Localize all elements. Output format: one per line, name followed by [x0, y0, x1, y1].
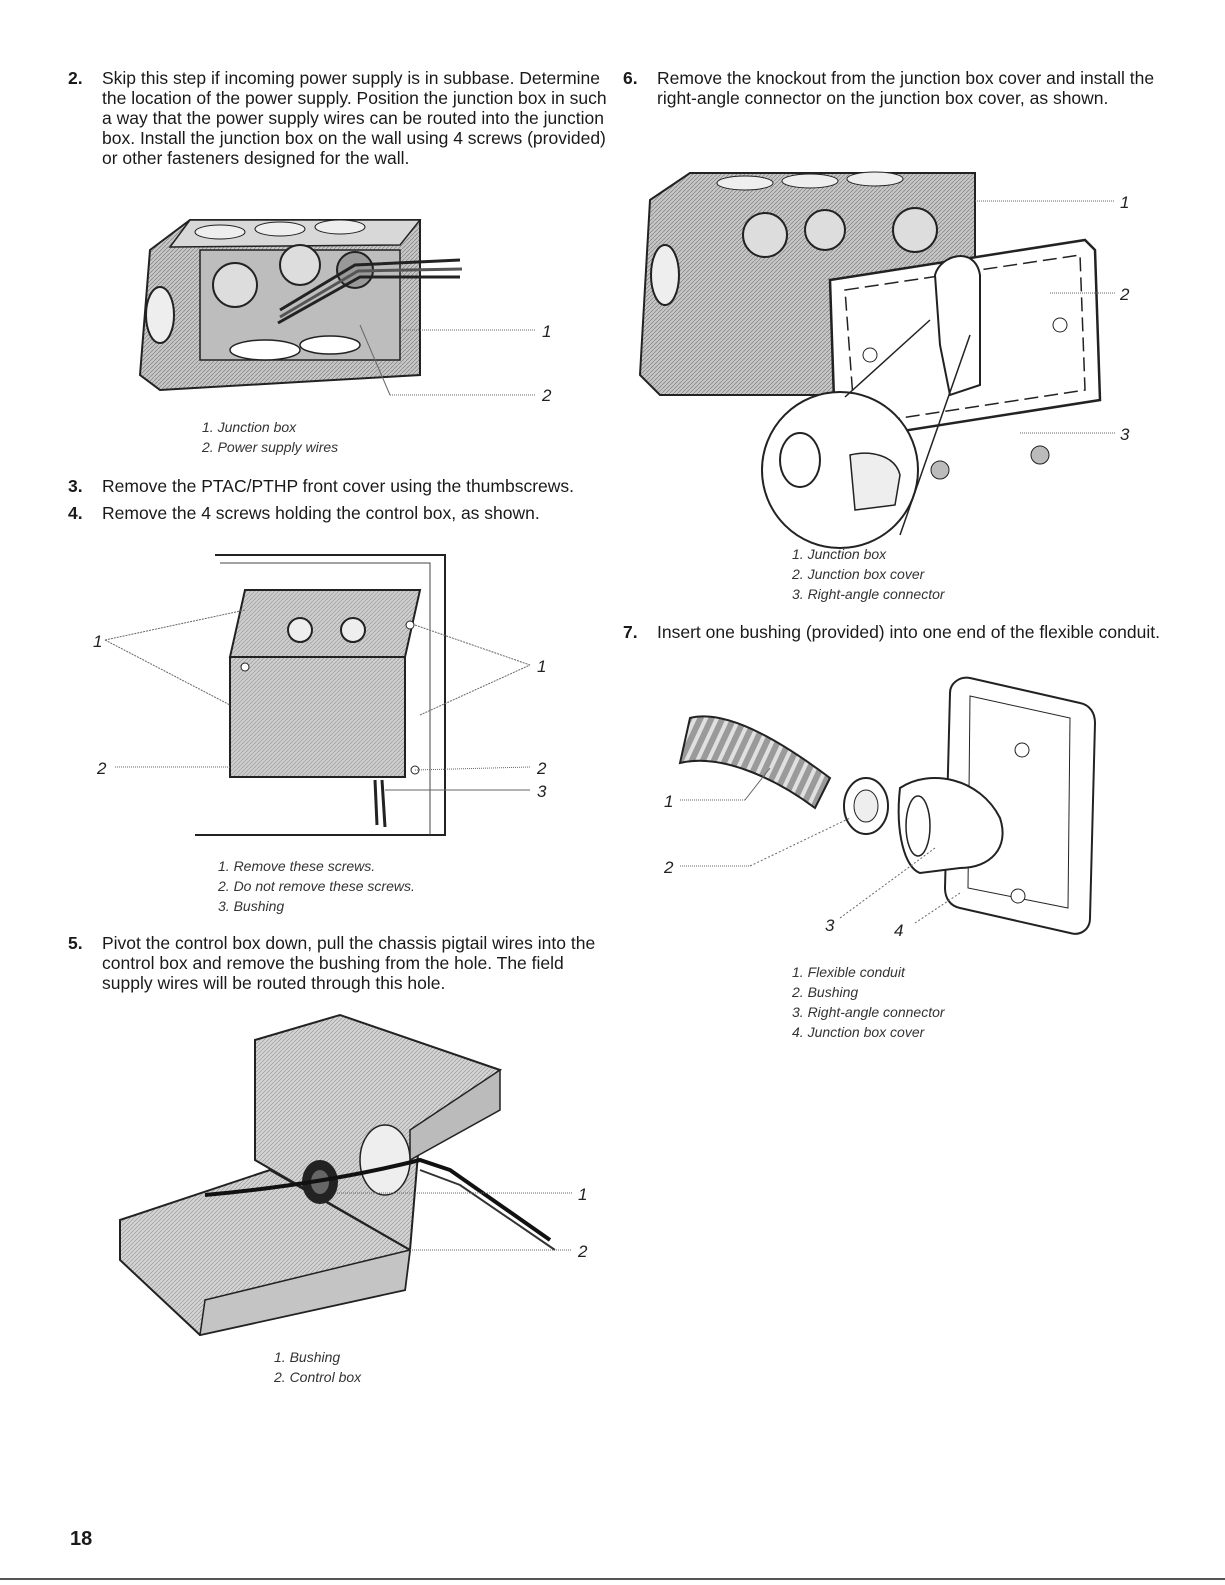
- step-5: 5. Pivot the control box down, pull the …: [68, 933, 608, 993]
- step-number: 2.: [68, 68, 83, 88]
- step-2: 2. Skip this step if incoming power supp…: [68, 68, 608, 168]
- callout-4: 4: [894, 921, 903, 940]
- legend-item: 4. Junction box cover: [792, 1024, 925, 1040]
- step-number: 7.: [623, 622, 638, 642]
- legend-item: 3. Bushing: [218, 898, 285, 914]
- callout-1-left: 1: [93, 632, 102, 651]
- step-number: 3.: [68, 476, 83, 496]
- callout-2: 2: [541, 386, 552, 405]
- step-text: Remove the 4 screws holding the control …: [102, 503, 540, 523]
- step-7: 7. Insert one bushing (provided) into on…: [623, 622, 1163, 642]
- figure-1-legend: 1. Junction box 2. Power supply wires: [202, 417, 338, 457]
- control-box-figure: 1 1 2 2 3: [85, 545, 565, 845]
- bushing-control-box-figure: 1 2: [110, 1010, 600, 1340]
- flexible-conduit-figure: 1 2 3 4: [650, 668, 1110, 948]
- step-text: Remove the knockout from the junction bo…: [657, 68, 1155, 108]
- step-text: Insert one bushing (provided) into one e…: [657, 622, 1160, 642]
- figure-3-legend: 1. Bushing 2. Control box: [274, 1347, 361, 1387]
- legend-item: 1. Flexible conduit: [792, 964, 905, 980]
- callout-2: 2: [663, 858, 674, 877]
- step-number: 4.: [68, 503, 83, 523]
- figure-5-legend: 1. Flexible conduit 2. Bushing 3. Right-…: [792, 962, 945, 1042]
- legend-item: 2. Power supply wires: [202, 439, 339, 455]
- step-number: 5.: [68, 933, 83, 953]
- legend-item: 3. Right-angle connector: [792, 1004, 945, 1020]
- step-text: Remove the PTAC/PTHP front cover using t…: [102, 476, 575, 496]
- callout-2-right: 2: [536, 759, 547, 778]
- callout-2-left: 2: [96, 759, 107, 778]
- legend-item: 1. Bushing: [274, 1349, 341, 1365]
- callout-1-right: 1: [537, 657, 546, 676]
- step-number: 6.: [623, 68, 638, 88]
- bottom-rule: [0, 1578, 1225, 1580]
- legend-item: 2. Junction box cover: [792, 566, 925, 582]
- callout-3: 3: [825, 916, 835, 935]
- legend-item: 2. Control box: [274, 1369, 362, 1385]
- figure-4-legend: 1. Junction box 2. Junction box cover 3.…: [792, 544, 945, 604]
- callout-3: 3: [1120, 425, 1130, 444]
- step-text: Skip this step if incoming power supply …: [102, 68, 607, 168]
- legend-item: 3. Right-angle connector: [792, 586, 945, 602]
- figure-2-legend: 1. Remove these screws. 2. Do not remove…: [218, 856, 415, 916]
- step-6: 6. Remove the knockout from the junction…: [623, 68, 1163, 108]
- callout-2: 2: [1119, 285, 1130, 304]
- callout-1: 1: [1120, 193, 1129, 212]
- callout-1: 1: [578, 1185, 587, 1204]
- legend-item: 1. Junction box: [792, 546, 887, 562]
- legend-item: 2. Bushing: [792, 984, 859, 1000]
- junction-box-figure: 1 2: [130, 205, 570, 415]
- page-number: 18: [70, 1528, 93, 1550]
- callout-1: 1: [664, 792, 673, 811]
- step-text: Pivot the control box down, pull the cha…: [102, 933, 596, 993]
- legend-item: 1. Remove these screws.: [218, 858, 376, 874]
- legend-item: 2. Do not remove these screws.: [218, 878, 415, 894]
- step-4: 4. Remove the 4 screws holding the contr…: [68, 503, 608, 523]
- legend-item: 1. Junction box: [202, 419, 297, 435]
- step-3: 3. Remove the PTAC/PTHP front cover usin…: [68, 476, 608, 496]
- junction-box-cover-figure: 1 2 3: [630, 165, 1150, 560]
- callout-1: 1: [542, 322, 551, 341]
- callout-2: 2: [577, 1242, 588, 1261]
- callout-3: 3: [537, 782, 547, 801]
